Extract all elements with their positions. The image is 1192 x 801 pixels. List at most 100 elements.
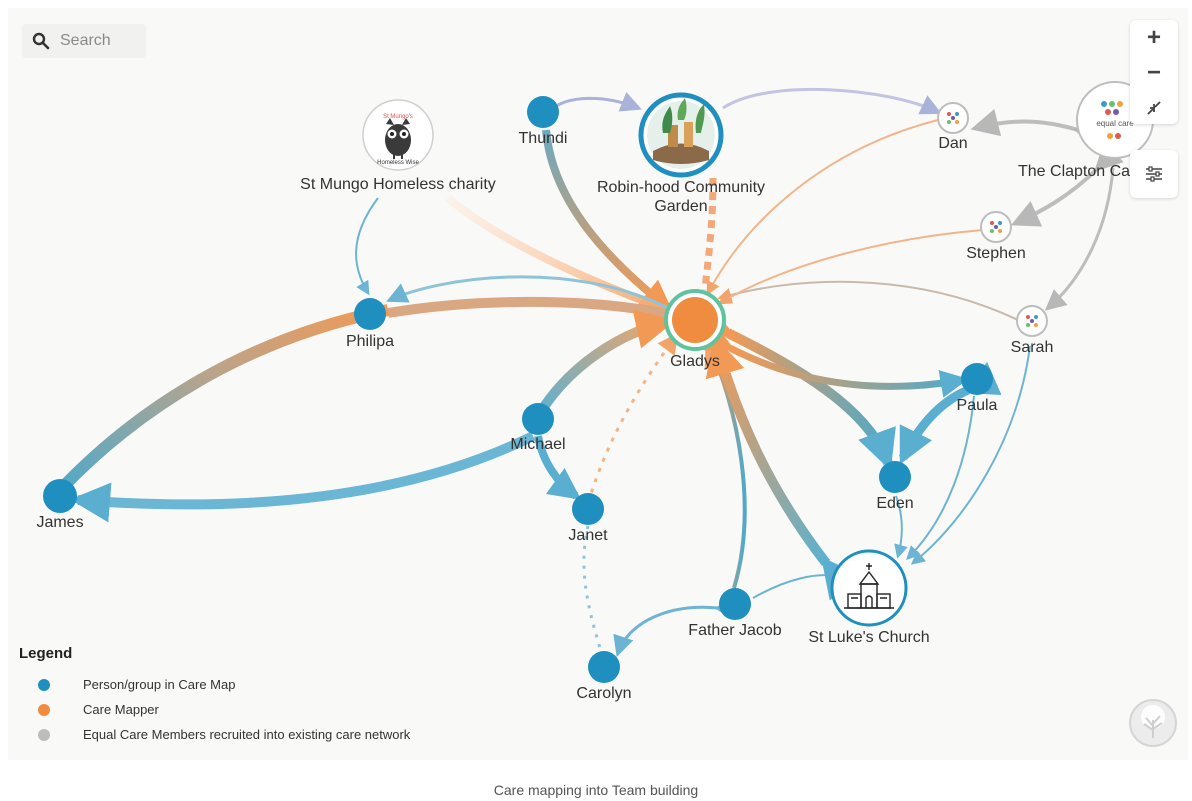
node-robinhood-garden[interactable]: Robin-hood Community Garden: [597, 92, 765, 215]
node-eden[interactable]: Eden: [876, 461, 914, 512]
node-stephen[interactable]: Stephen: [966, 211, 1026, 262]
tree-logo-icon: [1129, 699, 1177, 747]
node-stlukes-church[interactable]: St Luke's Church: [808, 549, 930, 646]
person-node-marker: [354, 298, 386, 330]
node-label: Father Jacob: [688, 622, 781, 639]
care-map-graph[interactable]: Thundi Robin-hood Community Garden: [8, 8, 1188, 760]
collapse-arrows-icon: [1147, 100, 1161, 115]
edge-fatherjacob-carolyn: [613, 599, 736, 657]
node-label: Janet: [568, 527, 608, 544]
edge-clapton-dan: [970, 108, 1104, 150]
legend: Legend Person/group in Care Map Care Map…: [19, 645, 410, 747]
edge-sarah-gladys: [717, 280, 1019, 321]
person-node-marker: [588, 651, 620, 683]
search-box[interactable]: Search: [22, 24, 146, 58]
stmungo-logo-text-top: St Mungo's: [383, 114, 413, 120]
node-label: St Luke's Church: [808, 629, 929, 646]
node-label: Thundi: [519, 130, 568, 147]
care-map-canvas[interactable]: Thundi Robin-hood Community Garden: [8, 8, 1188, 760]
node-label: Michael: [510, 436, 565, 453]
person-node-marker: [879, 461, 911, 493]
legend-label: Equal Care Members recruited into existi…: [83, 727, 411, 742]
node-janet[interactable]: Janet: [568, 493, 608, 544]
zoom-controls: + −: [1130, 20, 1178, 124]
legend-item-member: Equal Care Members recruited into existi…: [19, 722, 410, 747]
edge-philipa-gladys: [387, 296, 669, 319]
person-node-marker: [961, 363, 993, 395]
edge-dan-gladys: [706, 119, 939, 296]
node-gladys[interactable]: Gladys: [664, 289, 726, 370]
edge-paula-eden: [898, 362, 1002, 465]
edge-james-philipa: [55, 304, 390, 495]
person-node-marker: [522, 403, 554, 435]
zoom-in-button[interactable]: +: [1146, 23, 1161, 51]
edge-paula-church: [906, 395, 975, 560]
equalcare-icon: [947, 112, 959, 124]
edge-janet-carolyn: [582, 525, 602, 649]
node-carolyn[interactable]: Carolyn: [576, 651, 632, 702]
edge-stmungo-gladys: [445, 194, 670, 314]
zoom-out-button[interactable]: −: [1146, 58, 1161, 86]
node-dan[interactable]: Dan: [937, 102, 969, 152]
edge-michael-james: [70, 431, 536, 523]
node-stmungo[interactable]: St Mungo's Homeless Wise St Mungo Homele…: [300, 99, 496, 193]
node-james[interactable]: James: [36, 479, 84, 531]
search-placeholder: Search: [60, 32, 111, 49]
church-icon: [844, 563, 894, 609]
legend-dot-member: [38, 728, 50, 741]
edge-stmungo-philipa: [355, 197, 379, 296]
node-label: Eden: [876, 495, 913, 512]
node-label: James: [36, 514, 83, 531]
node-label: Paula: [957, 397, 998, 414]
equalcare-logo-icon: equal care: [1096, 101, 1134, 139]
edge-eden-church: [894, 495, 908, 559]
person-node-marker: [719, 588, 751, 620]
node-sarah[interactable]: Sarah: [1011, 305, 1054, 356]
edge-robinhood-gladys: [701, 177, 717, 291]
equalcare-logo-text: equal care: [1096, 119, 1134, 128]
legend-item-mapper: Care Mapper: [19, 697, 410, 722]
node-label-line2: Garden: [654, 198, 707, 215]
legend-label: Care Mapper: [83, 702, 159, 717]
edge-robinhood-dan: [722, 87, 942, 115]
figure-caption: Care mapping into Team building: [493, 782, 699, 798]
equalcare-icon: [1026, 315, 1038, 327]
legend-label: Person/group in Care Map: [83, 677, 236, 692]
church-image-ring: [830, 549, 908, 627]
node-label: St Mungo Homeless charity: [300, 176, 496, 193]
edge-michael-gladys: [535, 309, 676, 416]
legend-dot-person: [38, 678, 50, 691]
edge-michael-janet: [534, 435, 582, 500]
filter-settings-button[interactable]: [1130, 150, 1178, 198]
nodes: Thundi Robin-hood Community Garden: [36, 81, 1170, 702]
node-fatherjacob[interactable]: Father Jacob: [688, 588, 782, 639]
edge-stephen-gladys: [717, 229, 984, 305]
node-michael[interactable]: Michael: [510, 403, 566, 453]
owl-icon: St Mungo's Homeless Wise: [377, 114, 419, 166]
edge-janet-gladys: [586, 332, 679, 504]
legend-dot-mapper: [38, 703, 50, 716]
garden-image-icon: [647, 98, 715, 169]
search-icon: [32, 32, 50, 50]
node-label: Gladys: [670, 353, 720, 370]
node-label: Robin-hood Community: [597, 179, 765, 196]
equalcare-icon: [990, 221, 1002, 233]
legend-item-person: Person/group in Care Map: [19, 672, 410, 697]
node-label: Philipa: [346, 333, 394, 350]
edge-fatherjacob-church: [752, 574, 834, 599]
mapper-node-marker: [672, 297, 718, 343]
node-philipa[interactable]: Philipa: [346, 298, 394, 350]
node-thundi[interactable]: Thundi: [519, 96, 568, 147]
edge-clapton-sarah: [1044, 167, 1115, 311]
edge-thundi-robinhood: [546, 92, 642, 114]
fit-screen-button[interactable]: [1130, 90, 1178, 125]
person-node-marker: [527, 96, 559, 128]
sliders-icon: [1146, 166, 1162, 182]
edge-gladys-philipa: [386, 275, 669, 310]
edges: [55, 87, 1124, 657]
edge-clapton-stephen: [1010, 142, 1124, 227]
node-paula[interactable]: Paula: [957, 363, 998, 414]
edge-sarah-church: [910, 345, 1031, 565]
node-label: Stephen: [966, 245, 1026, 262]
stmungo-logo-text-bottom: Homeless Wise: [377, 160, 419, 166]
